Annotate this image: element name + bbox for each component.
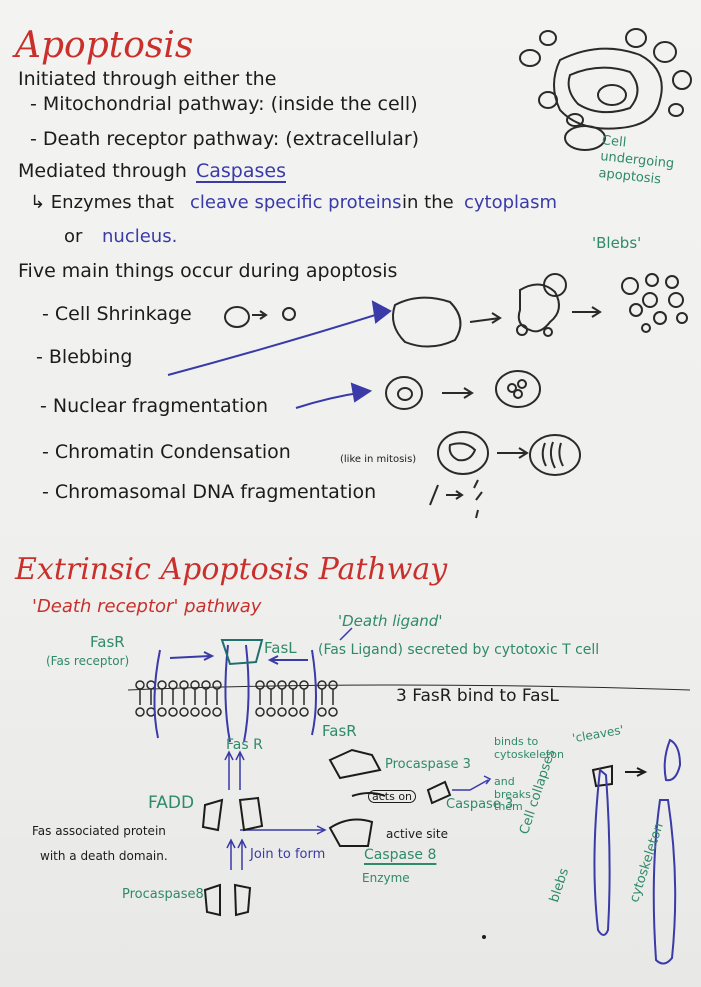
caspase8-label: Caspase 8	[364, 847, 437, 863]
death-receptor-pathway-text: - Death receptor pathway: (extracellular…	[30, 128, 420, 150]
cell-undergoing-label: Cell undergoing apoptosis	[597, 133, 675, 187]
lipid-heads-top	[135, 680, 338, 690]
cleave-term: cleave specific proteins	[190, 192, 402, 213]
fasr-label-left: FasR	[90, 633, 125, 651]
item-chromatin-condensation: - Chromatin Condensation	[42, 441, 291, 463]
fasl-label: FasL	[264, 639, 297, 657]
procaspase3-label: Procaspase 3	[385, 757, 471, 772]
up-arrows	[224, 627, 492, 870]
blebbing-sequence	[392, 273, 688, 348]
item-blebbing: - Blebbing	[36, 346, 133, 368]
mediated-text: Mediated through	[18, 160, 187, 182]
fas-receptor-shapes	[153, 639, 317, 743]
cytoskeleton-shapes	[593, 738, 682, 965]
dna-fragment-sketch	[429, 479, 483, 519]
in-the-text: in the	[402, 192, 454, 213]
death-receptor-subtitle: 'Death receptor' pathway	[32, 596, 262, 617]
lipid-tails	[139, 689, 334, 705]
item-cell-shrinkage: - Cell Shrinkage	[42, 303, 192, 325]
protein-shapes	[201, 748, 613, 917]
caspases-term: Caspases	[196, 160, 286, 182]
cytoplasm-term: cytoplasm	[464, 192, 557, 213]
shrinkage-sketch	[224, 306, 296, 328]
fadd-label: FADD	[148, 793, 195, 813]
lipid-heads-bottom	[135, 707, 338, 717]
nuclear-fragment-sketch	[385, 370, 541, 410]
fasr-label-bottom: Fas R	[226, 737, 263, 753]
binds-to-label: binds to cytoskeleton	[494, 735, 564, 761]
item-dna-fragmentation: - Chromasomal DNA fragmentation	[42, 481, 377, 503]
fadd-desc-line2: with a death domain.	[40, 849, 168, 863]
join-to-form-label: Join to form	[250, 847, 326, 862]
mitosis-note: (like in mitosis)	[340, 454, 417, 465]
item-nuclear-fragmentation: - Nuclear fragmentation	[40, 395, 268, 417]
or-text: or	[64, 226, 83, 247]
ink-dot	[482, 935, 486, 939]
five-things-heading: Five main things occur during apoptosis	[18, 260, 398, 282]
fas-receptor-label: (Fas receptor)	[46, 654, 130, 668]
enzyme-label: Enzyme	[362, 871, 410, 885]
initiated-text: Initiated through either the	[18, 68, 277, 90]
and-breaks-label: and breaks them	[494, 775, 531, 814]
death-ligand-label: 'Death ligand'	[338, 612, 443, 630]
fasr-label-right: FasR	[322, 722, 357, 740]
title-apoptosis: Apoptosis	[15, 25, 194, 66]
procaspase8-label: Procaspase8	[122, 887, 204, 902]
nuclear-arrow	[295, 382, 373, 409]
apoptotic-cell-sketch	[519, 28, 692, 151]
three-fasr-text: 3 FasR bind to FasL	[396, 686, 559, 706]
membrane-diagram	[127, 680, 691, 717]
fadd-desc-line1: Fas associated protein	[32, 824, 166, 838]
extrinsic-title: Extrinsic Apoptosis Pathway	[15, 552, 448, 587]
blebs-label: 'Blebs'	[592, 234, 642, 252]
caspase3-label: Caspase 3	[446, 797, 514, 812]
active-site-label: active site	[386, 827, 448, 841]
nucleus-term: nucleus.	[102, 226, 178, 247]
acts-on-label: acts on	[368, 790, 417, 803]
mitochondrial-pathway-text: - Mitochondrial pathway: (inside the cel…	[30, 93, 418, 115]
enzymes-text: ↳ Enzymes that	[30, 192, 174, 213]
blebbing-arrow	[167, 300, 392, 376]
fas-ligand-note: (Fas Ligand) secreted by cytotoxic T cel…	[318, 642, 600, 658]
chromatin-sketch	[437, 431, 581, 476]
